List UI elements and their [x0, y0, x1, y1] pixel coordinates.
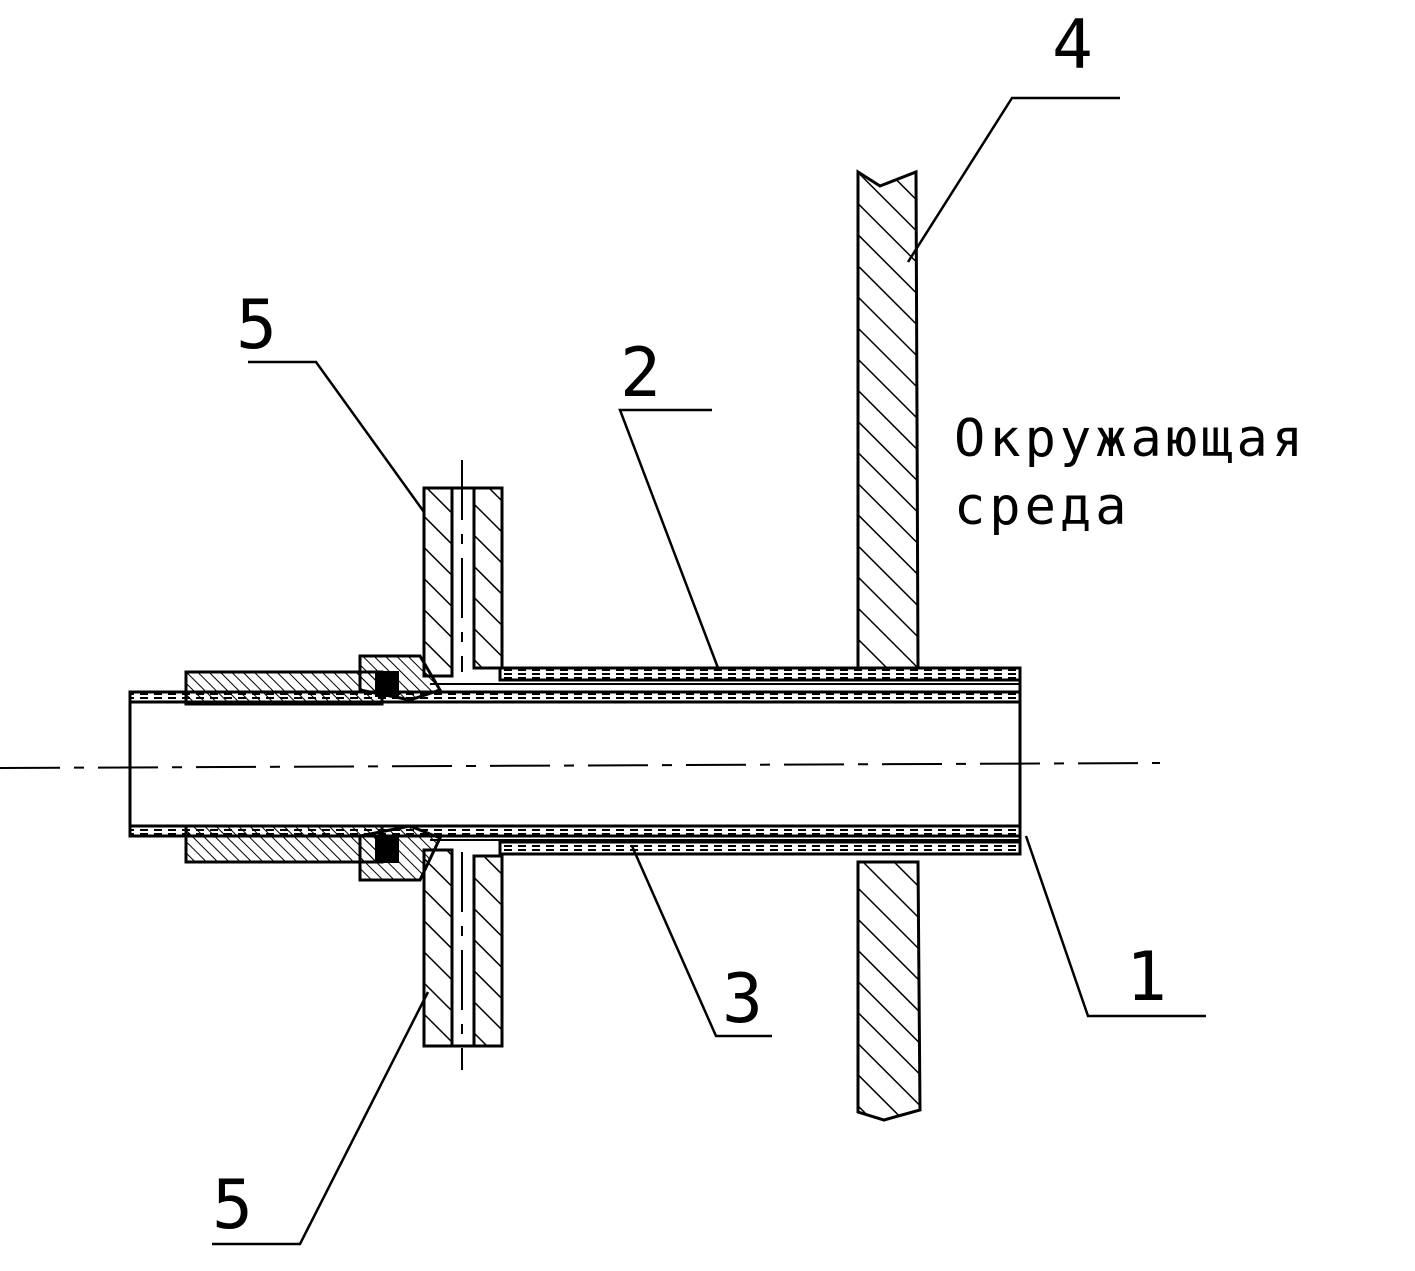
gland-bodies	[360, 656, 440, 880]
environment-label-line2: среда	[954, 477, 1131, 537]
callout-4: 4	[1052, 6, 1093, 85]
leader-1	[1026, 836, 1206, 1016]
wall-part-4	[858, 172, 920, 1120]
callout-5-top: 5	[236, 286, 277, 365]
callout-1: 1	[1126, 938, 1167, 1017]
leader-5-top	[248, 362, 424, 512]
leader-4	[908, 98, 1120, 262]
environment-label-line1: Окружающая	[954, 409, 1307, 469]
callout-5-bottom: 5	[212, 1166, 253, 1245]
port-nozzle-top-part-5	[424, 460, 502, 676]
main-centerline	[0, 763, 1160, 768]
callout-2: 2	[620, 334, 661, 413]
port-nozzle-bottom-part-5	[424, 850, 502, 1070]
annular-liner-part-3	[430, 684, 1020, 840]
leader-2	[620, 410, 718, 668]
callout-3: 3	[722, 960, 763, 1039]
